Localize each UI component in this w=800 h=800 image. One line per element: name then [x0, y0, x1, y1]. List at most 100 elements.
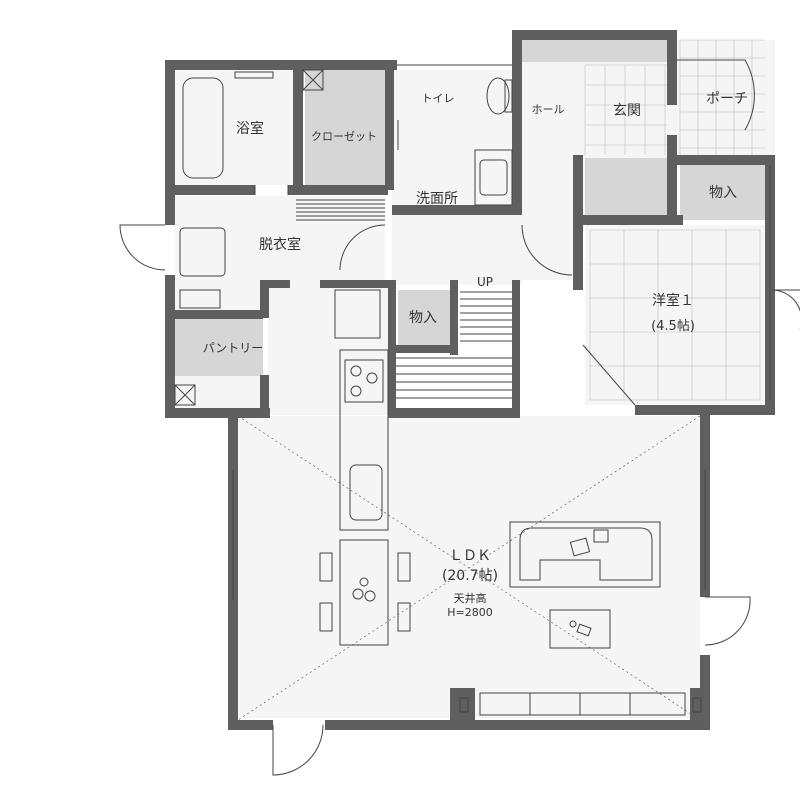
cushion-icon — [593, 529, 609, 543]
exterior-door-icon — [704, 596, 751, 646]
wall — [320, 280, 395, 288]
storage1-floor — [680, 165, 765, 220]
door-swing-icon — [582, 344, 636, 406]
hall-floor — [520, 40, 580, 280]
tv-board-icon — [479, 692, 686, 716]
sink-icon — [349, 464, 383, 521]
burner-icon — [350, 385, 362, 397]
wall — [175, 310, 263, 319]
chair-icon — [397, 552, 411, 582]
wall — [512, 30, 522, 215]
burner-icon — [350, 365, 362, 377]
toilet-tank-icon — [504, 79, 513, 113]
sofa-icon — [519, 527, 653, 581]
cushion-icon — [569, 537, 591, 557]
wall — [455, 720, 710, 730]
exterior-door-icon — [771, 289, 800, 330]
washing-machine-icon — [179, 227, 226, 277]
exterior-door-icon — [272, 724, 324, 776]
wall — [670, 155, 775, 165]
wall — [388, 345, 458, 353]
hall-label: ホール — [532, 103, 565, 116]
wall — [325, 720, 455, 730]
wall — [700, 655, 710, 730]
dressing-label: 脱衣室 — [259, 236, 301, 253]
exterior-door-icon — [119, 224, 166, 271]
duct-icon — [174, 384, 196, 406]
wall — [288, 185, 388, 195]
washroom-label: 洗面所 — [416, 191, 458, 207]
column-icon — [459, 697, 469, 713]
washbasin-bowl-icon — [479, 159, 508, 196]
tableware-icon — [359, 577, 369, 587]
chair-icon — [319, 552, 333, 582]
kitchen-counter-icon — [339, 349, 389, 531]
wall — [573, 280, 583, 290]
stove-icon — [344, 359, 384, 403]
ldk-size: (20.7帖) — [442, 568, 498, 584]
windows — [232, 64, 771, 600]
wall — [512, 30, 607, 40]
toilet-icon — [486, 77, 510, 115]
tableware-icon — [364, 590, 376, 602]
dressing-shelf-icon — [179, 289, 221, 309]
storage2-label: 物入 — [409, 310, 437, 326]
entrance-label: 玄関 — [613, 102, 641, 119]
storage1-label: 物入 — [709, 185, 737, 201]
western1-size: (4.5帖) — [651, 319, 695, 334]
refrigerator-icon — [334, 289, 381, 339]
wall — [667, 30, 677, 105]
wall — [388, 408, 518, 418]
chair-icon — [319, 602, 333, 632]
chair-icon — [397, 602, 411, 632]
dining-table-icon — [339, 539, 389, 646]
burner-icon — [366, 372, 378, 384]
pantry-shelf — [175, 318, 263, 376]
door-swing-icon — [521, 224, 573, 276]
ceiling-height: H=2800 — [447, 606, 492, 619]
toilet-label: トイレ — [422, 92, 455, 105]
rug-icon — [509, 521, 661, 588]
wall — [512, 280, 520, 418]
wall — [175, 185, 255, 195]
wall — [607, 30, 675, 40]
western1-floor — [585, 225, 770, 405]
stairs-up-label: UP — [477, 275, 493, 289]
bathtub-icon — [182, 77, 224, 179]
closet-floor — [305, 70, 385, 185]
hall-step — [522, 40, 667, 62]
door-swing-icon — [339, 224, 386, 271]
wash-lower-floor — [392, 215, 522, 285]
ceiling-diagonals — [237, 415, 701, 721]
fixtures — [174, 69, 702, 716]
wall — [228, 720, 273, 730]
wall — [165, 60, 397, 70]
ceiling-label: 天井高 — [454, 591, 487, 605]
sliding-door-icon — [254, 185, 289, 195]
cup-icon — [569, 620, 577, 628]
tableware-icon — [352, 588, 364, 600]
column-icon — [692, 697, 702, 713]
tile-grids — [584, 39, 765, 401]
storage2-floor — [398, 290, 450, 345]
book-icon — [576, 623, 592, 637]
wall — [165, 60, 175, 225]
bath-faucet-icon — [234, 71, 274, 79]
wall — [450, 280, 458, 355]
toilet-wash-floor — [392, 70, 512, 215]
wall — [260, 280, 269, 318]
wall — [392, 205, 517, 215]
wall — [573, 215, 683, 225]
ldk-floor — [238, 416, 700, 718]
wall — [260, 280, 290, 288]
pantry-label: パントリー — [203, 341, 264, 355]
coffee-table-icon — [549, 609, 611, 649]
shoe-storage — [585, 158, 670, 215]
entrance-door-icon — [675, 59, 755, 131]
diagonal — [237, 415, 701, 721]
washbasin-icon — [474, 149, 513, 206]
bath-label: 浴室 — [236, 120, 264, 137]
room-labels: 浴室 クローゼット トイレ ホール 玄関 ポーチ 洗面所 脱衣室 物入 物入 U… — [203, 91, 748, 619]
wall — [260, 375, 269, 417]
